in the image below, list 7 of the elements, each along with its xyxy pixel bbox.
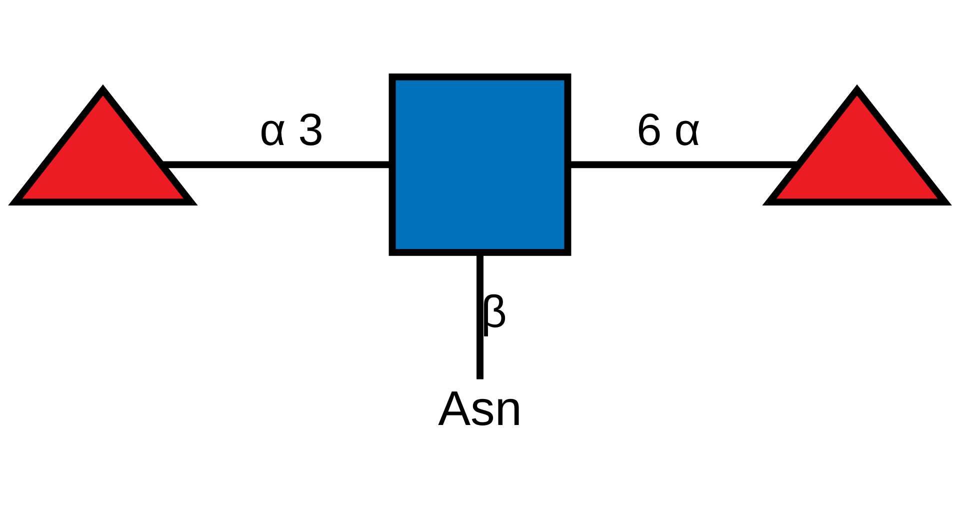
edge-label: 6 α: [636, 104, 700, 155]
node-box: [388, 72, 572, 256]
edge-label: β: [480, 285, 507, 336]
node-triangle: [8, 84, 198, 206]
node-triangle: [762, 84, 952, 206]
node-text: Asn: [438, 382, 522, 436]
edge-label: α 3: [260, 104, 324, 155]
